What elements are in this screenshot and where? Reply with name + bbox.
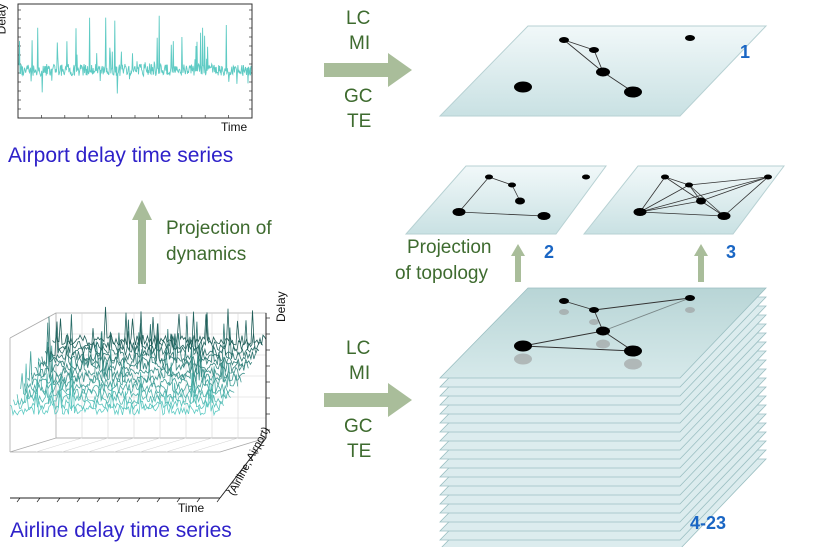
grid-line bbox=[165, 437, 213, 453]
plot-3d-ticks bbox=[16, 317, 270, 503]
airport-x-axis-label: Time bbox=[221, 120, 248, 134]
method-lc-top: LC bbox=[346, 8, 371, 29]
airport-caption: Airport delay time series bbox=[8, 144, 234, 167]
layer-3-network bbox=[582, 165, 785, 235]
network-node bbox=[696, 197, 706, 205]
airport-y-axis-label: Delay bbox=[0, 3, 9, 35]
time-tick bbox=[96, 497, 101, 503]
airline-delay-series-line bbox=[41, 322, 253, 368]
method-gc-bottom: GC bbox=[344, 416, 373, 437]
airline-delay-plot bbox=[9, 306, 270, 503]
network-node bbox=[537, 212, 551, 220]
time-tick bbox=[136, 497, 141, 503]
airline-delay-series-line bbox=[34, 341, 245, 379]
grid-line bbox=[139, 437, 187, 453]
box-edge bbox=[9, 312, 57, 339]
layer-1-network bbox=[438, 25, 768, 117]
network-node bbox=[661, 174, 669, 180]
layer-1-number: 1 bbox=[740, 42, 751, 62]
layer-2-network bbox=[404, 165, 607, 235]
network-node bbox=[514, 81, 532, 93]
time-tick bbox=[76, 497, 81, 503]
airport-delay-series bbox=[18, 15, 252, 94]
airline-delay-series-line bbox=[9, 374, 221, 417]
method-arrow-bottom bbox=[324, 383, 412, 417]
airline-caption: Airline delay time series bbox=[10, 519, 232, 542]
network-node bbox=[452, 208, 466, 216]
airline-delay-series-line bbox=[48, 314, 260, 358]
time-tick bbox=[156, 497, 161, 503]
network-node bbox=[624, 86, 642, 98]
projection-topology-label-1: Projection bbox=[407, 237, 492, 258]
airline-delay-series-line bbox=[30, 341, 242, 384]
network-node bbox=[485, 174, 493, 180]
network-node bbox=[596, 326, 610, 336]
method-te-top: TE bbox=[347, 111, 372, 132]
airline-x-axis-label: Time bbox=[178, 501, 205, 515]
projection-dynamics-arrow bbox=[132, 200, 152, 284]
network-node bbox=[596, 67, 610, 77]
method-arrow-top bbox=[324, 53, 412, 87]
time-tick bbox=[16, 497, 21, 503]
topology-arrow-2 bbox=[511, 244, 525, 282]
airline-delay-series-line bbox=[55, 306, 267, 347]
time-tick bbox=[196, 497, 201, 503]
airline-delay-series-line bbox=[23, 362, 235, 395]
airline-delay-series-group bbox=[9, 306, 267, 417]
time-tick bbox=[56, 497, 61, 503]
grid-line bbox=[87, 437, 135, 453]
layer-stack-number: 4-23 bbox=[690, 513, 727, 533]
network-node bbox=[685, 182, 693, 188]
grid-line bbox=[35, 437, 83, 453]
airport-delay-plot bbox=[17, 3, 253, 119]
network-node bbox=[589, 307, 599, 313]
grid-line bbox=[113, 437, 161, 453]
network-node bbox=[589, 47, 599, 53]
airport-plot-ticks bbox=[18, 9, 252, 118]
airline-delay-series-line bbox=[52, 308, 263, 352]
airport-plot-frame bbox=[17, 3, 253, 119]
network-node bbox=[515, 197, 525, 205]
network-node bbox=[624, 345, 642, 357]
network-node bbox=[508, 182, 516, 188]
layer-3-number: 3 bbox=[726, 242, 737, 262]
airline-delay-series-line bbox=[16, 363, 228, 406]
projection-dynamics-label-2: dynamics bbox=[166, 244, 247, 265]
airline-delay-series-line bbox=[27, 345, 239, 390]
projection-topology-label-2: of topology bbox=[395, 263, 488, 284]
time-tick bbox=[116, 497, 121, 503]
network-node bbox=[559, 298, 569, 304]
airline-y-axis-label: Delay bbox=[274, 291, 288, 322]
topology-arrow-3 bbox=[694, 244, 708, 282]
network-node bbox=[717, 212, 731, 220]
layer-stack bbox=[439, 287, 767, 547]
time-tick bbox=[176, 497, 181, 503]
stack-top-network bbox=[514, 295, 695, 370]
projection-dynamics-label-1: Projection of bbox=[166, 218, 272, 239]
network-node bbox=[514, 340, 532, 352]
method-mi-bottom: MI bbox=[349, 363, 371, 384]
network-node bbox=[685, 35, 695, 41]
airline-delay-series-line bbox=[45, 321, 256, 363]
grid-line bbox=[61, 437, 109, 453]
method-te-bottom: TE bbox=[347, 441, 372, 462]
grid-line bbox=[191, 437, 239, 453]
method-mi-top: MI bbox=[349, 33, 371, 54]
network-node bbox=[559, 37, 569, 43]
method-gc-top: GC bbox=[344, 86, 373, 107]
method-lc-bottom: LC bbox=[346, 338, 371, 359]
airline-delay-series-line bbox=[20, 355, 231, 401]
airline-delay-series-line bbox=[37, 332, 249, 374]
time-tick bbox=[216, 497, 221, 503]
network-node bbox=[685, 295, 695, 301]
network-node bbox=[582, 174, 590, 180]
time-tick bbox=[36, 497, 41, 503]
network-node bbox=[764, 174, 772, 180]
network-node bbox=[633, 208, 647, 216]
layer-2-plane bbox=[404, 165, 607, 235]
layer-2-number: 2 bbox=[544, 242, 555, 262]
